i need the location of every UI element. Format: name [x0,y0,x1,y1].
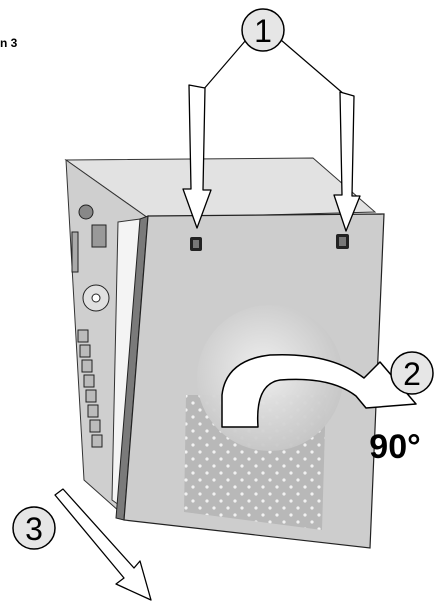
down-arrow-right [333,91,361,232]
callout-1-leaders [202,39,346,96]
callout-1: 1 [241,8,285,52]
callout-2-label: 2 [403,356,421,392]
rotation-arrow [221,353,417,428]
rear-io-details [71,204,110,448]
step-caption: n 3 [0,36,18,50]
callout-2: 2 [390,351,434,395]
callout-1-label: 1 [254,13,272,49]
power-connector-icon [78,204,94,220]
pull-out-arrow [54,488,152,601]
rotation-angle-label: 90° [369,428,420,466]
expansion-slots [77,329,103,448]
callout-3-label: 3 [25,511,43,547]
callout-3: 3 [12,506,56,550]
down-arrow-left [182,84,212,229]
